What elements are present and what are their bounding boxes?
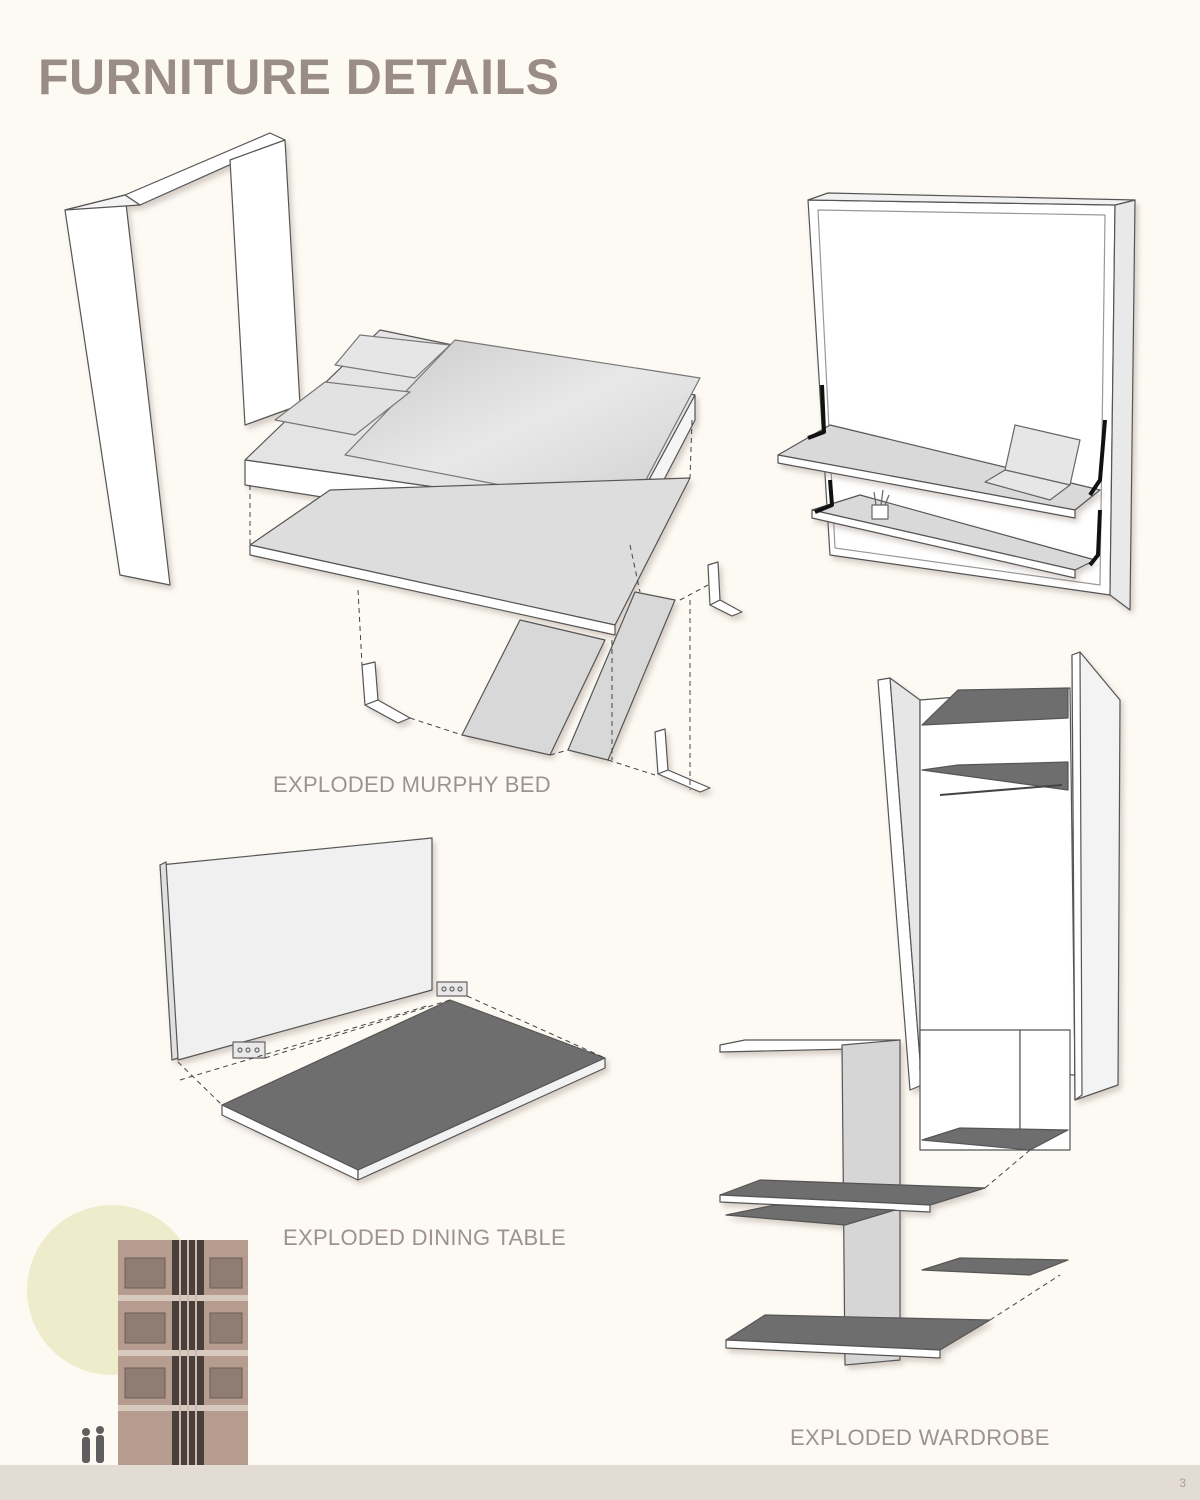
table-top xyxy=(221,999,606,1181)
dining-table-caption: EXPLODED DINING TABLE xyxy=(283,1225,567,1250)
dining-table-drawing xyxy=(159,837,606,1181)
hinge-right-icon xyxy=(436,981,468,997)
bed-leg-panel-2 xyxy=(567,591,676,761)
bed-guides xyxy=(249,419,709,790)
page-number: 3 xyxy=(1179,1476,1186,1490)
desk-cabinet-top xyxy=(807,192,1136,206)
pillow-top xyxy=(334,334,451,379)
building-elevation-thumbnail xyxy=(27,1205,248,1465)
wardrobe-left-door xyxy=(877,677,923,1091)
wardrobe-drawing xyxy=(719,651,1121,1366)
desk-supports xyxy=(807,384,1107,567)
wardrobe-carcass xyxy=(919,687,1076,1076)
wardrobe-right-door xyxy=(1071,651,1121,1101)
wall-desk-drawing xyxy=(777,192,1136,611)
desk-cabinet-side xyxy=(1109,199,1136,611)
bed-bracket-3 xyxy=(654,728,711,793)
bed-bracket-1 xyxy=(361,661,411,724)
pillow-bottom xyxy=(274,381,411,436)
pen-holder-icon xyxy=(871,489,890,520)
hinge-left-icon xyxy=(232,1041,266,1059)
wardrobe-caption: EXPLODED WARDROBE xyxy=(790,1425,1050,1450)
wardrobe-cubbies xyxy=(919,1029,1071,1276)
murphy-bed-drawing xyxy=(64,132,743,793)
table-guides xyxy=(177,995,606,1106)
bed-lower-board xyxy=(249,477,691,636)
page-title: FURNITURE DETAILS xyxy=(38,49,560,105)
murphy-bed-caption: EXPLODED MURPHY BED xyxy=(273,772,551,797)
footer-bar xyxy=(0,1465,1200,1500)
wardrobe-shelf-unit xyxy=(719,1039,991,1366)
wardrobe-guides xyxy=(984,1149,1061,1321)
bed-leg-panel-1 xyxy=(461,619,606,756)
people-silhouettes-icon xyxy=(82,1426,104,1463)
laptop-icon xyxy=(984,424,1081,501)
bed-bracket-2 xyxy=(707,561,743,617)
bed-frame xyxy=(64,132,301,586)
